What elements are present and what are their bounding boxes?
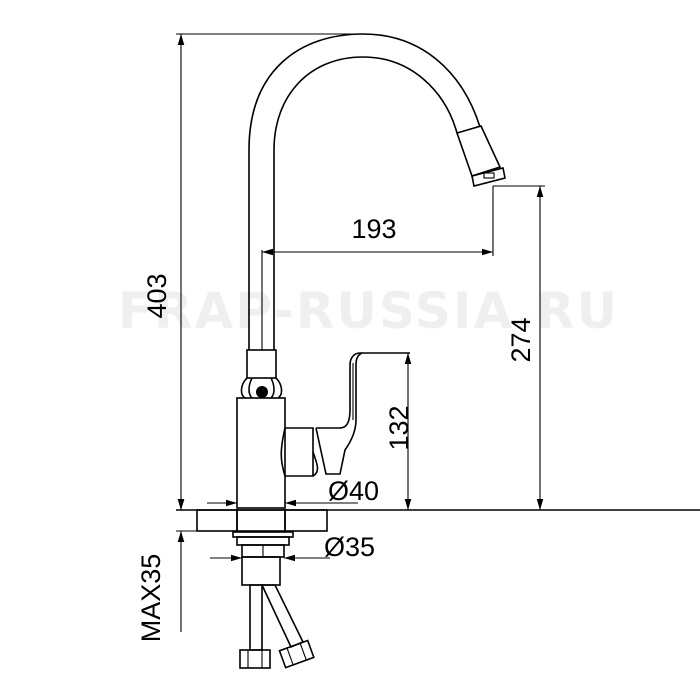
dimension-label-403: 403: [142, 273, 172, 318]
dimension-label-d40: Ø40: [328, 476, 379, 506]
dimension-body-diameter: Ø40: [207, 476, 379, 507]
dimension-label-d35: Ø35: [324, 532, 375, 562]
dimension-spout-reach: 193: [261, 186, 494, 350]
spout: [248, 33, 506, 350]
dimension-label-132: 132: [384, 405, 414, 450]
dimension-handle-height: 132: [384, 353, 414, 510]
mounting-shank: [232, 531, 294, 586]
dimension-label-max35: MAX35: [136, 554, 166, 643]
dimension-spout-height: 274: [493, 185, 545, 510]
faucet-body: [236, 349, 286, 509]
dimension-label-193: 193: [351, 214, 396, 244]
dimension-label-274: 274: [506, 317, 536, 362]
dimension-total-height: 403: [142, 33, 365, 510]
supply-hoses: [239, 584, 315, 669]
dimension-max-thickness: MAX35: [136, 498, 185, 643]
watermark: FRAP-RUSSIA.RU: [118, 282, 619, 340]
countertop: [176, 509, 700, 532]
dimension-shank-diameter: Ø35: [210, 532, 375, 562]
handle: [280, 352, 410, 477]
